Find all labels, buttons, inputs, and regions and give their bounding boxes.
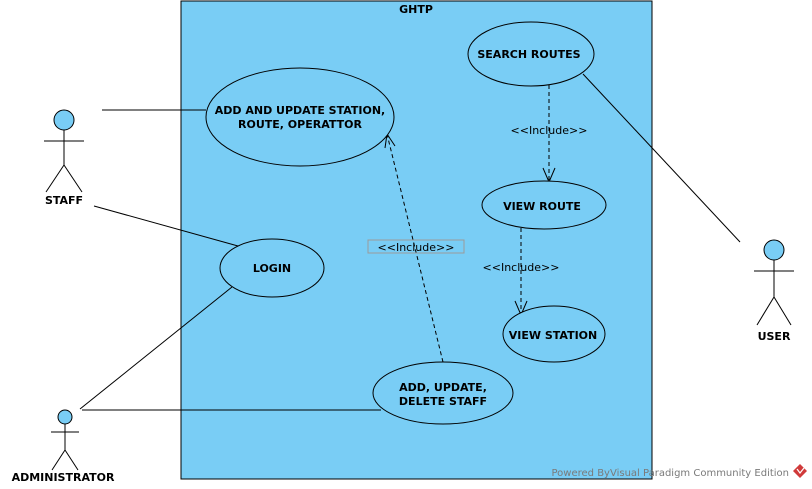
visual-paradigm-logo-icon <box>793 464 807 478</box>
actor-administrator[interactable]: ADMINISTRATOR <box>12 409 115 484</box>
actor-label: STAFF <box>45 194 83 207</box>
usecase-label: SEARCH ROUTES <box>477 48 580 61</box>
usecase-view-station[interactable]: VIEW STATION <box>502 305 606 363</box>
watermark-text: Powered ByVisual Paradigm Community Edit… <box>552 468 790 479</box>
usecase-label: VIEW ROUTE <box>503 200 581 213</box>
include-label-search-view-route: <<Include>> <box>511 124 588 137</box>
association-staff-login[interactable] <box>93 205 239 247</box>
usecase-label-line-2: ROUTE, OPERATTOR <box>238 118 362 131</box>
usecase-login[interactable]: LOGIN <box>219 238 325 298</box>
usecase-label-line-1: ADD AND UPDATE STATION, <box>215 104 385 117</box>
usecase-search-routes[interactable]: SEARCH ROUTES <box>467 21 595 87</box>
actor-staff[interactable]: STAFF <box>44 109 84 207</box>
actor-head <box>57 409 73 425</box>
usecase-label: LOGIN <box>253 262 291 275</box>
actor-head <box>763 239 785 261</box>
actor-label: USER <box>758 330 791 343</box>
usecase-label: VIEW STATION <box>509 329 597 342</box>
association-user-search-routes[interactable] <box>582 73 741 243</box>
actor-user[interactable]: USER <box>754 239 794 343</box>
include-label-box <box>367 239 465 254</box>
include-label-view-route-view-station: <<Include>> <box>483 261 560 274</box>
usecase-add-update-station[interactable]: ADD AND UPDATE STATION, ROUTE, OPERATTOR <box>205 67 395 167</box>
association-admin-login[interactable] <box>79 286 233 410</box>
actor-label: ADMINISTRATOR <box>12 471 115 484</box>
actor-head <box>53 109 75 131</box>
system-title: GHTP <box>399 3 433 16</box>
usecase-add-update-delete-staff[interactable]: ADD, UPDATE, DELETE STAFF <box>372 361 514 425</box>
include-label-staff-mgmt-add-update: <<Include>> <box>378 241 455 254</box>
usecase-label-line-1: ADD, UPDATE, <box>399 381 487 394</box>
usecase-view-route[interactable]: VIEW ROUTE <box>481 180 607 230</box>
usecase-label-line-2: DELETE STAFF <box>399 395 487 408</box>
